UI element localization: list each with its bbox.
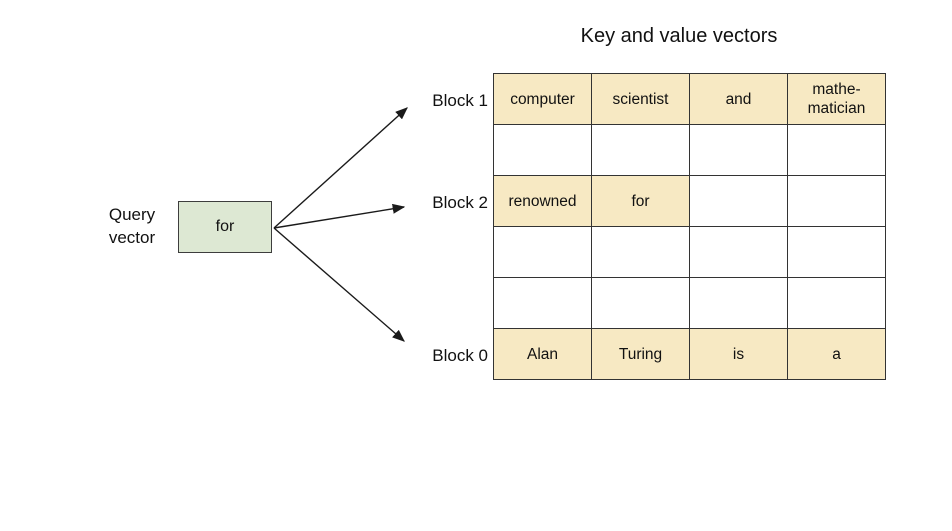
table-cell: a <box>787 328 886 380</box>
table-cell <box>591 124 690 176</box>
table-cell <box>689 175 788 227</box>
table-cell <box>787 277 886 329</box>
table-cell: renowned <box>493 175 592 227</box>
diagram-title: Key and value vectors <box>580 25 778 47</box>
table-cell <box>689 277 788 329</box>
table-cell <box>689 124 788 176</box>
table-cell <box>591 226 690 278</box>
key-value-table: computer scientist and mathe-matician re… <box>493 73 886 380</box>
table-cell <box>493 226 592 278</box>
query-vector-label-line2: vector <box>108 228 156 247</box>
table-row-block-2: renowned for <box>493 175 886 227</box>
table-cell: Alan <box>493 328 592 380</box>
query-vector-label: Query vector <box>96 203 168 249</box>
table-cell: for <box>591 175 690 227</box>
table-cell <box>493 124 592 176</box>
table-cell: mathe-matician <box>787 73 886 125</box>
table-cell: is <box>689 328 788 380</box>
table-cell <box>787 124 886 176</box>
table-cell: Turing <box>591 328 690 380</box>
table-row-empty <box>493 226 886 278</box>
arrow-to-block-0 <box>273 227 405 342</box>
query-vector-box: for <box>178 201 272 253</box>
table-row-block-0: Alan Turing is a <box>493 328 886 380</box>
table-cell <box>787 175 886 227</box>
table-cell: and <box>689 73 788 125</box>
table-cell <box>493 277 592 329</box>
query-vector-value: for <box>215 218 235 235</box>
query-vector-label-line1: Query <box>108 205 156 224</box>
block-1-label: Block 1 <box>432 91 488 110</box>
table-cell <box>787 226 886 278</box>
table-row-block-1: computer scientist and mathe-matician <box>493 73 886 125</box>
table-row-empty <box>493 277 886 329</box>
table-cell: scientist <box>591 73 690 125</box>
table-cell <box>689 226 788 278</box>
table-row-empty <box>493 124 886 176</box>
block-2-label: Block 2 <box>432 193 488 212</box>
block-0-label: Block 0 <box>432 346 488 365</box>
table-cell <box>591 277 690 329</box>
key-value-table-body: computer scientist and mathe-matician re… <box>493 73 886 380</box>
table-cell: computer <box>493 73 592 125</box>
